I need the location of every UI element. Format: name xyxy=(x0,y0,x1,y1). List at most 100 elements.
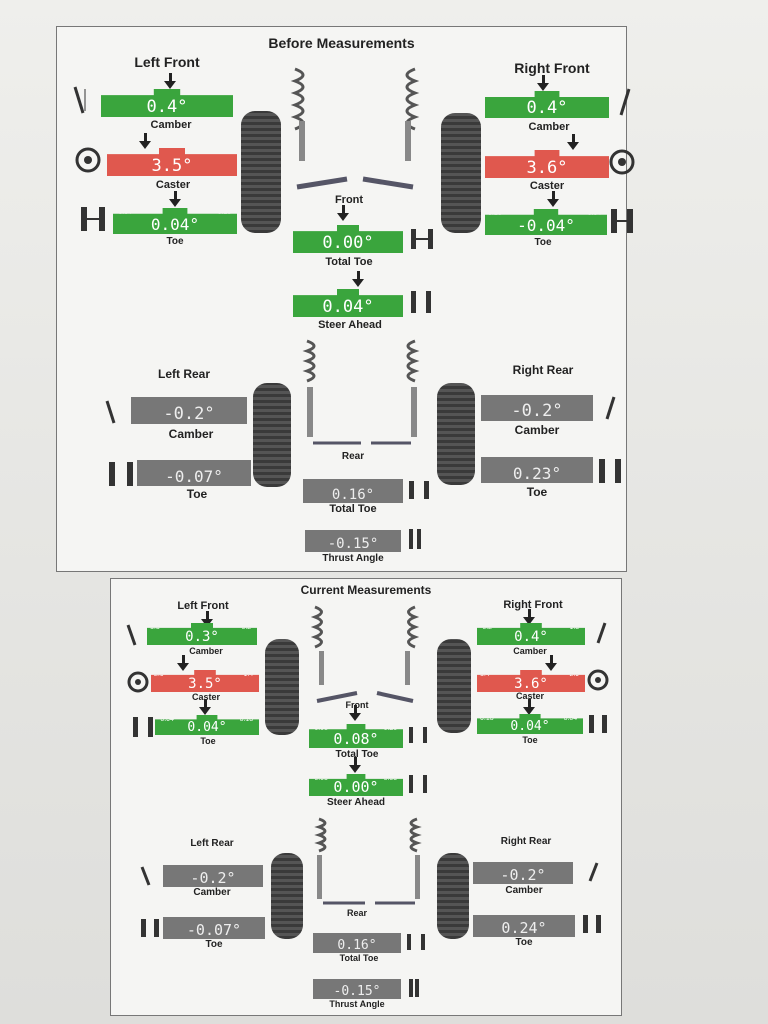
rf-caster-label: Caster xyxy=(515,691,544,701)
rf-caster-gauge: 1.4°2.9° 3.6° xyxy=(485,150,609,178)
front-suspension-image xyxy=(267,61,467,206)
total-toe-target-arrow xyxy=(349,705,361,721)
toe-axle-icon xyxy=(79,205,107,238)
front-total-toe-gauge: -0.08°0.25° 0.00° xyxy=(293,225,403,253)
left-front-wheel-image xyxy=(265,639,299,735)
total-toe-icon xyxy=(409,227,435,256)
front-total-toe-label: Total Toe xyxy=(325,256,373,268)
camber-wheel-icon xyxy=(71,85,89,120)
caster-target-arrow xyxy=(567,134,579,150)
camber-wheel-icon xyxy=(587,861,601,888)
rear-total-toe-gauge: 0.16° xyxy=(313,933,401,953)
rr-camber-label: Camber xyxy=(514,423,560,437)
rr-toe-label: Toe xyxy=(515,937,533,948)
right-rear-wheel-image xyxy=(437,853,469,939)
toe-axle-icon xyxy=(107,460,135,493)
lf-camber-gauge: 1.3°-0.2° 0.3° xyxy=(147,623,257,645)
lf-caster-label: Caster xyxy=(155,179,191,191)
rr-toe-gauge: 0.24° xyxy=(473,915,575,937)
toe-axle-icon xyxy=(139,917,161,944)
rear-total-toe-label: Total Toe xyxy=(339,953,379,963)
rr-camber-gauge: -0.2° xyxy=(473,862,573,884)
rr-toe-label: Toe xyxy=(526,485,548,499)
lr-camber-gauge: -0.2° xyxy=(131,397,247,424)
lr-camber-gauge: -0.2° xyxy=(163,865,263,887)
lf-caster-label: Caster xyxy=(191,692,220,702)
lr-camber-label: Camber xyxy=(168,427,214,441)
camber-wheel-icon xyxy=(603,395,619,426)
front-axle-label: Front xyxy=(334,194,364,206)
rf-toe-gauge: 0.13°-0.04° -0.04° xyxy=(485,209,607,235)
lf-toe-label: Toe xyxy=(200,736,216,746)
front-total-toe-gauge: -0.08°0.25° 0.08° xyxy=(309,724,403,748)
lr-toe-label: Toe xyxy=(205,939,223,950)
rr-toe-gauge: 0.23° xyxy=(481,457,593,483)
toe-target-arrow xyxy=(547,191,559,207)
lr-toe-label: Toe xyxy=(186,487,208,501)
thrust-angle-gauge: -0.15° xyxy=(305,530,401,552)
rf-camber-gauge: -0.2°1.3° 0.4° xyxy=(477,623,585,645)
rf-caster-gauge: 1.4°2.9° 3.6° xyxy=(477,670,585,692)
rf-camber-label: Camber xyxy=(528,121,570,133)
thrust-angle-gauge: -0.15° xyxy=(313,979,401,999)
toe-axle-icon xyxy=(609,207,635,240)
total-toe-icon xyxy=(407,725,429,750)
thrust-angle-label: Thrust Angle xyxy=(322,553,384,564)
right-rear-heading: Right Rear xyxy=(512,363,574,377)
steer-ahead-target-arrow xyxy=(349,757,361,773)
camber-wheel-icon xyxy=(125,623,139,652)
lr-camber-label: Camber xyxy=(193,887,231,898)
caster-wheel-icon xyxy=(127,671,149,698)
right-front-heading: Right Front xyxy=(514,60,590,76)
left-front-heading: Left Front xyxy=(134,54,200,70)
lr-toe-gauge: -0.07° xyxy=(137,460,251,486)
lf-camber-label: Camber xyxy=(189,646,223,656)
lf-caster-gauge: 2.9°1.4° 3.5° xyxy=(151,670,259,692)
rf-toe-label: Toe xyxy=(534,237,552,248)
total-toe-icon xyxy=(405,932,427,957)
steer-ahead-target-arrow xyxy=(352,271,364,287)
toe-axle-icon xyxy=(587,713,609,740)
lr-toe-gauge: -0.07° xyxy=(163,917,265,939)
current-measurements-panel: Current Measurements Left Front 1.3°-0.2… xyxy=(110,578,622,1016)
front-total-toe-label: Total Toe xyxy=(335,749,379,760)
panel-title: Before Measurements xyxy=(268,35,415,51)
camber-target-arrow xyxy=(523,609,535,625)
toe-axle-icon xyxy=(131,715,155,744)
rf-toe-gauge: 0.13°-0.04° 0.04° xyxy=(477,714,583,734)
rf-toe-label: Toe xyxy=(522,735,538,745)
rf-caster-label: Caster xyxy=(529,180,565,192)
toe-axle-icon xyxy=(597,457,623,490)
steer-ahead-gauge: -0.05°0.05° 0.04° xyxy=(293,289,403,317)
rear-total-toe-label: Total Toe xyxy=(329,503,377,515)
rear-suspension-image xyxy=(287,337,447,462)
rr-camber-gauge: -0.2° xyxy=(481,395,593,421)
thrust-angle-label: Thrust Angle xyxy=(329,999,385,1009)
panel-title: Current Measurements xyxy=(300,583,432,597)
rear-axle-label: Rear xyxy=(341,451,365,462)
caster-target-arrow xyxy=(545,655,557,671)
steer-ahead-icon xyxy=(407,773,429,800)
lf-caster-gauge: 2.9°1.4° 3.5° xyxy=(107,148,237,176)
camber-wheel-icon xyxy=(617,87,635,122)
left-rear-heading: Left Rear xyxy=(190,838,234,849)
steer-ahead-gauge: -0.05°0.05° 0.00° xyxy=(309,774,403,796)
lf-camber-label: Camber xyxy=(150,119,192,131)
camber-wheel-icon xyxy=(139,865,153,892)
steer-ahead-label: Steer Ahead xyxy=(318,319,382,331)
right-rear-wheel-image xyxy=(437,383,475,485)
lf-toe-gauge: -0.04°0.13° 0.04° xyxy=(155,715,259,735)
rf-camber-label: Camber xyxy=(513,646,547,656)
right-front-heading: Right Front xyxy=(503,599,563,611)
caster-wheel-icon xyxy=(609,149,635,180)
camber-wheel-icon xyxy=(103,399,119,430)
caster-wheel-icon xyxy=(75,147,101,178)
left-rear-wheel-image xyxy=(271,853,303,939)
thrust-angle-icon xyxy=(407,527,423,556)
steer-ahead-label: Steer Ahead xyxy=(327,797,385,808)
front-axle-label: Front xyxy=(345,700,369,710)
lf-camber-gauge: 1.3°-0.2° 0.4° xyxy=(101,89,233,117)
right-rear-heading: Right Rear xyxy=(500,836,552,847)
total-toe-target-arrow xyxy=(337,205,349,221)
toe-target-arrow xyxy=(199,699,211,715)
